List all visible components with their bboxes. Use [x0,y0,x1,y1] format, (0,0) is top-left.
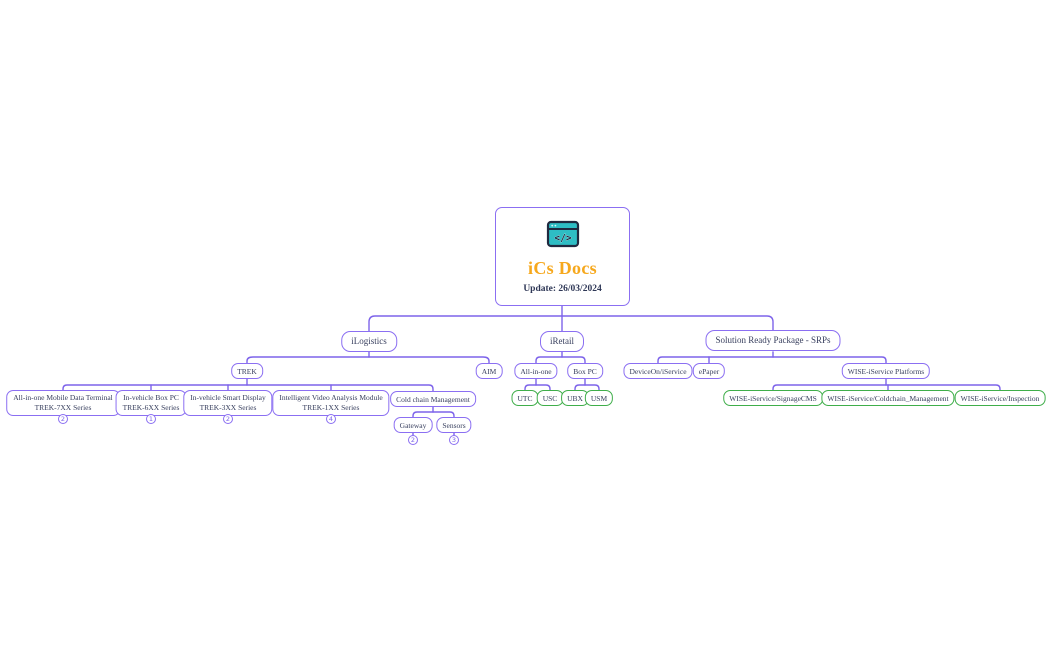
node-trek-7xx-series[interactable]: All-in-one Mobile Data Terminal TREK-7XX… [6,390,120,416]
node-box-pc[interactable]: Box PC [567,363,603,380]
fold-badge-trek-6xx[interactable]: 1 [146,414,156,424]
root-update-date: Update: 26/03/2024 [523,283,602,294]
node-aim[interactable]: AIM [475,363,503,380]
fold-badge-trek-1xx[interactable]: 4 [326,414,336,424]
node-trek-1xx-series[interactable]: Intelligent Video Analysis Module TREK-1… [272,390,390,416]
node-gateway[interactable]: Gateway [393,417,433,434]
fold-badge-sensors[interactable]: 3 [449,435,459,445]
node-trek[interactable]: TREK [231,363,263,380]
node-utc[interactable]: UTC [511,390,539,407]
node-sensors[interactable]: Sensors [436,417,472,434]
fold-badge-gateway[interactable]: 2 [408,435,418,445]
node-usc[interactable]: USC [536,390,564,407]
node-wise-iservice-signagecms[interactable]: WISE-iService/SignageCMS [723,390,823,407]
node-iretail[interactable]: iRetail [540,331,584,353]
node-all-in-one[interactable]: All-in-one [514,363,558,380]
node-wise-iservice-inspection[interactable]: WISE-iService/Inspection [954,390,1046,407]
node-trek-6xx-series[interactable]: In-vehicle Box PC TREK-6XX Series [115,390,187,416]
node-trek-3xx-series[interactable]: In-vehicle Smart Display TREK-3XX Series [183,390,273,416]
node-cold-chain-management[interactable]: Cold chain Management [390,391,476,408]
code-window-icon: </> [546,220,580,253]
fold-badge-trek-3xx[interactable]: 2 [223,414,233,424]
node-wise-iservice-coldchain-management[interactable]: WISE-iService/Coldchain_Management [821,390,955,407]
node-deviceon-iservice[interactable]: DeviceOn/iService [623,363,693,380]
node-epaper[interactable]: ePaper [692,363,726,380]
root-node[interactable]: </> iCs Docs Update: 26/03/2024 [495,207,630,306]
node-usm[interactable]: USM [584,390,614,407]
node-solution-ready-package-srps[interactable]: Solution Ready Package - SRPs [705,330,841,352]
fold-badge-trek-7xx[interactable]: 2 [58,414,68,424]
node-wise-iservice-platforms[interactable]: WISE-iService Platforms [841,363,931,380]
node-ilogistics[interactable]: iLogistics [341,331,397,353]
root-title: iCs Docs [528,257,597,278]
svg-text:</>: </> [554,233,571,244]
